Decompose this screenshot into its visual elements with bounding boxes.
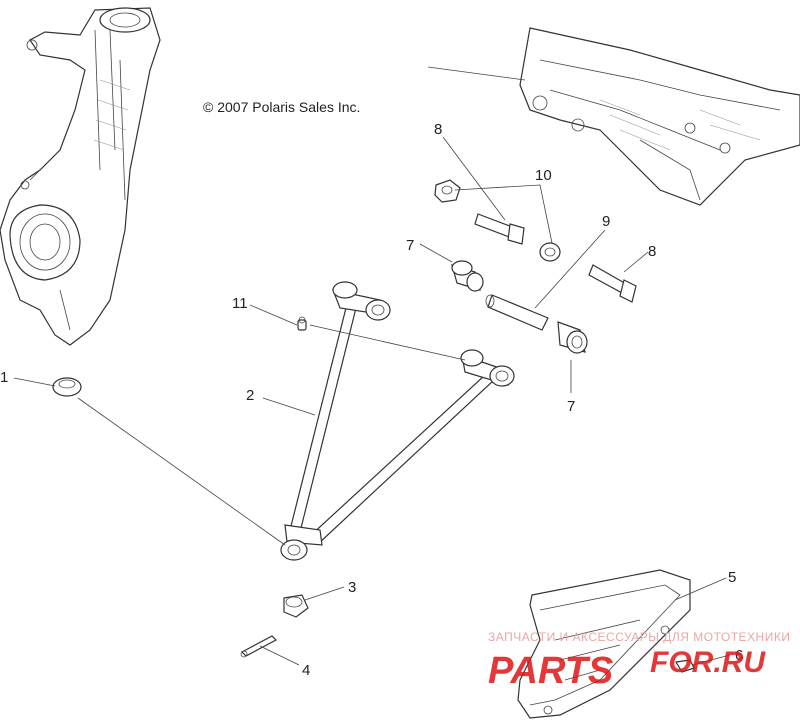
callout-numbers: 1 2 3 4 5 6 7 7 8 8 9 10 11 (0, 121, 743, 679)
guard-plate (517, 569, 691, 719)
washer (539, 242, 561, 262)
bolt-upper (474, 213, 525, 245)
screw (675, 659, 695, 673)
callout-9: 9 (602, 213, 610, 230)
dust-cap (52, 377, 82, 397)
callout-4: 4 (302, 662, 310, 679)
callout-10: 10 (535, 167, 552, 184)
callout-8-upper: 8 (434, 121, 442, 138)
callout-1: 1 (0, 369, 8, 386)
callout-5: 5 (728, 569, 736, 586)
callout-6: 6 (735, 647, 743, 664)
watermark-tagline: ЗАПЧАСТИ И АКСЕССУАРЫ ДЛЯ МОТОТЕХНИКИ (488, 630, 790, 644)
castle-nut (283, 594, 309, 618)
callout-2: 2 (246, 387, 254, 404)
grease-fitting (297, 316, 307, 331)
cotter-pin (240, 635, 277, 658)
callout-11: 11 (232, 295, 248, 312)
callout-8-right: 8 (648, 243, 656, 260)
bushing-left (451, 260, 484, 292)
sleeve (485, 294, 549, 331)
watermark-parts: PARTS (488, 650, 613, 692)
a-arm (280, 281, 515, 561)
callout-7-left: 7 (406, 237, 414, 254)
callout-7-right: 7 (567, 398, 575, 415)
leader-lines (13, 136, 731, 666)
nut (434, 179, 461, 203)
watermark-domain: FOR.RU (650, 646, 766, 679)
bolt-right (588, 264, 637, 303)
callout-3: 3 (348, 579, 356, 596)
frame-section (427, 27, 800, 206)
steering-knuckle (0, 7, 161, 346)
watermark: ЗАПЧАСТИ И АКСЕССУАРЫ ДЛЯ МОТОТЕХНИКИ PA… (488, 630, 790, 692)
bushing-right (557, 321, 588, 354)
copyright-text: © 2007 Polaris Sales Inc. (203, 99, 360, 115)
